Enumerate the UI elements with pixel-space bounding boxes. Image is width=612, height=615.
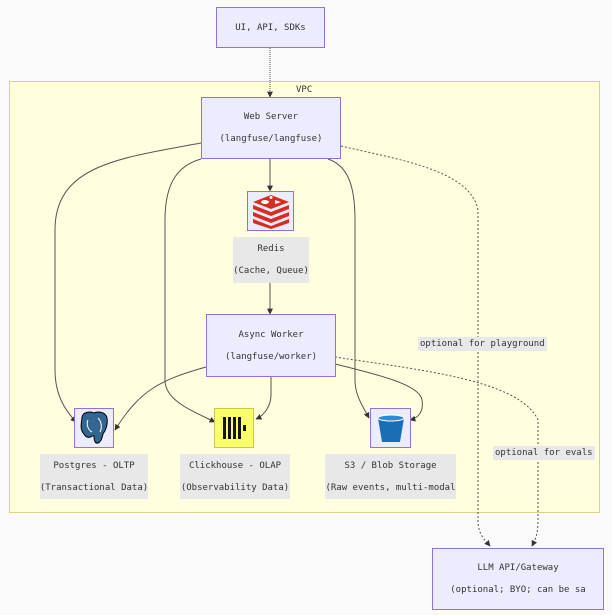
edge-web-clickhouse — [164, 158, 216, 423]
s3-title: S3 / Blob Storage — [344, 460, 437, 471]
clickhouse-label: Clickhouse - OLAP (Observability Data) — [180, 454, 290, 499]
edge-worker-s3 — [334, 363, 423, 422]
edge-web-s3 — [327, 158, 370, 419]
redis-label: Redis (Cache, Queue) — [233, 237, 309, 283]
redis-icon — [247, 191, 294, 231]
clients-label: UI, API, SDKs — [235, 22, 306, 33]
s3-subtitle: (Raw events, multi-modal — [325, 482, 456, 493]
postgres-title: Postgres - OLTP — [53, 460, 135, 471]
clickhouse-subtitle: (Observability Data) — [180, 482, 290, 493]
llm-gateway-node: LLM API/Gateway (optional; BYO; can be s… — [432, 548, 604, 610]
postgres-subtitle: (Transactional Data) — [40, 482, 148, 493]
clickhouse-title: Clickhouse - OLAP — [188, 460, 282, 471]
postgres-elephant-icon — [74, 408, 114, 448]
edge-label-playground: optional for playground — [418, 337, 547, 351]
web-server-subtitle: (langfuse/langfuse) — [219, 134, 323, 144]
async-worker-node: Async Worker (langfuse/worker) — [206, 314, 336, 377]
async-worker-title: Async Worker — [238, 329, 304, 340]
edge-web-postgres — [54, 142, 202, 423]
clients-node: UI, API, SDKs — [216, 7, 325, 48]
llm-gateway-title: LLM API/Gateway — [477, 563, 559, 573]
s3-label: S3 / Blob Storage (Raw events, multi-mod… — [325, 454, 456, 499]
redis-subtitle: (Cache, Queue) — [233, 266, 309, 276]
vpc-label: VPC — [296, 85, 313, 95]
edge-label-evals: optional for evals — [493, 446, 595, 460]
web-server-node: Web Server (langfuse/langfuse) — [201, 97, 341, 159]
edge-web-llm — [340, 145, 491, 547]
edge-worker-postgres — [114, 366, 207, 431]
edge-worker-clickhouse — [255, 377, 272, 420]
llm-gateway-subtitle: (optional; BYO; can be sa — [450, 585, 586, 595]
redis-title: Redis — [257, 244, 285, 254]
postgres-label: Postgres - OLTP (Transactional Data) — [40, 454, 148, 499]
clickhouse-icon — [214, 408, 254, 448]
async-worker-subtitle: (langfuse/worker) — [224, 351, 318, 362]
bucket-icon — [370, 408, 411, 448]
web-server-title: Web Server — [243, 112, 299, 122]
